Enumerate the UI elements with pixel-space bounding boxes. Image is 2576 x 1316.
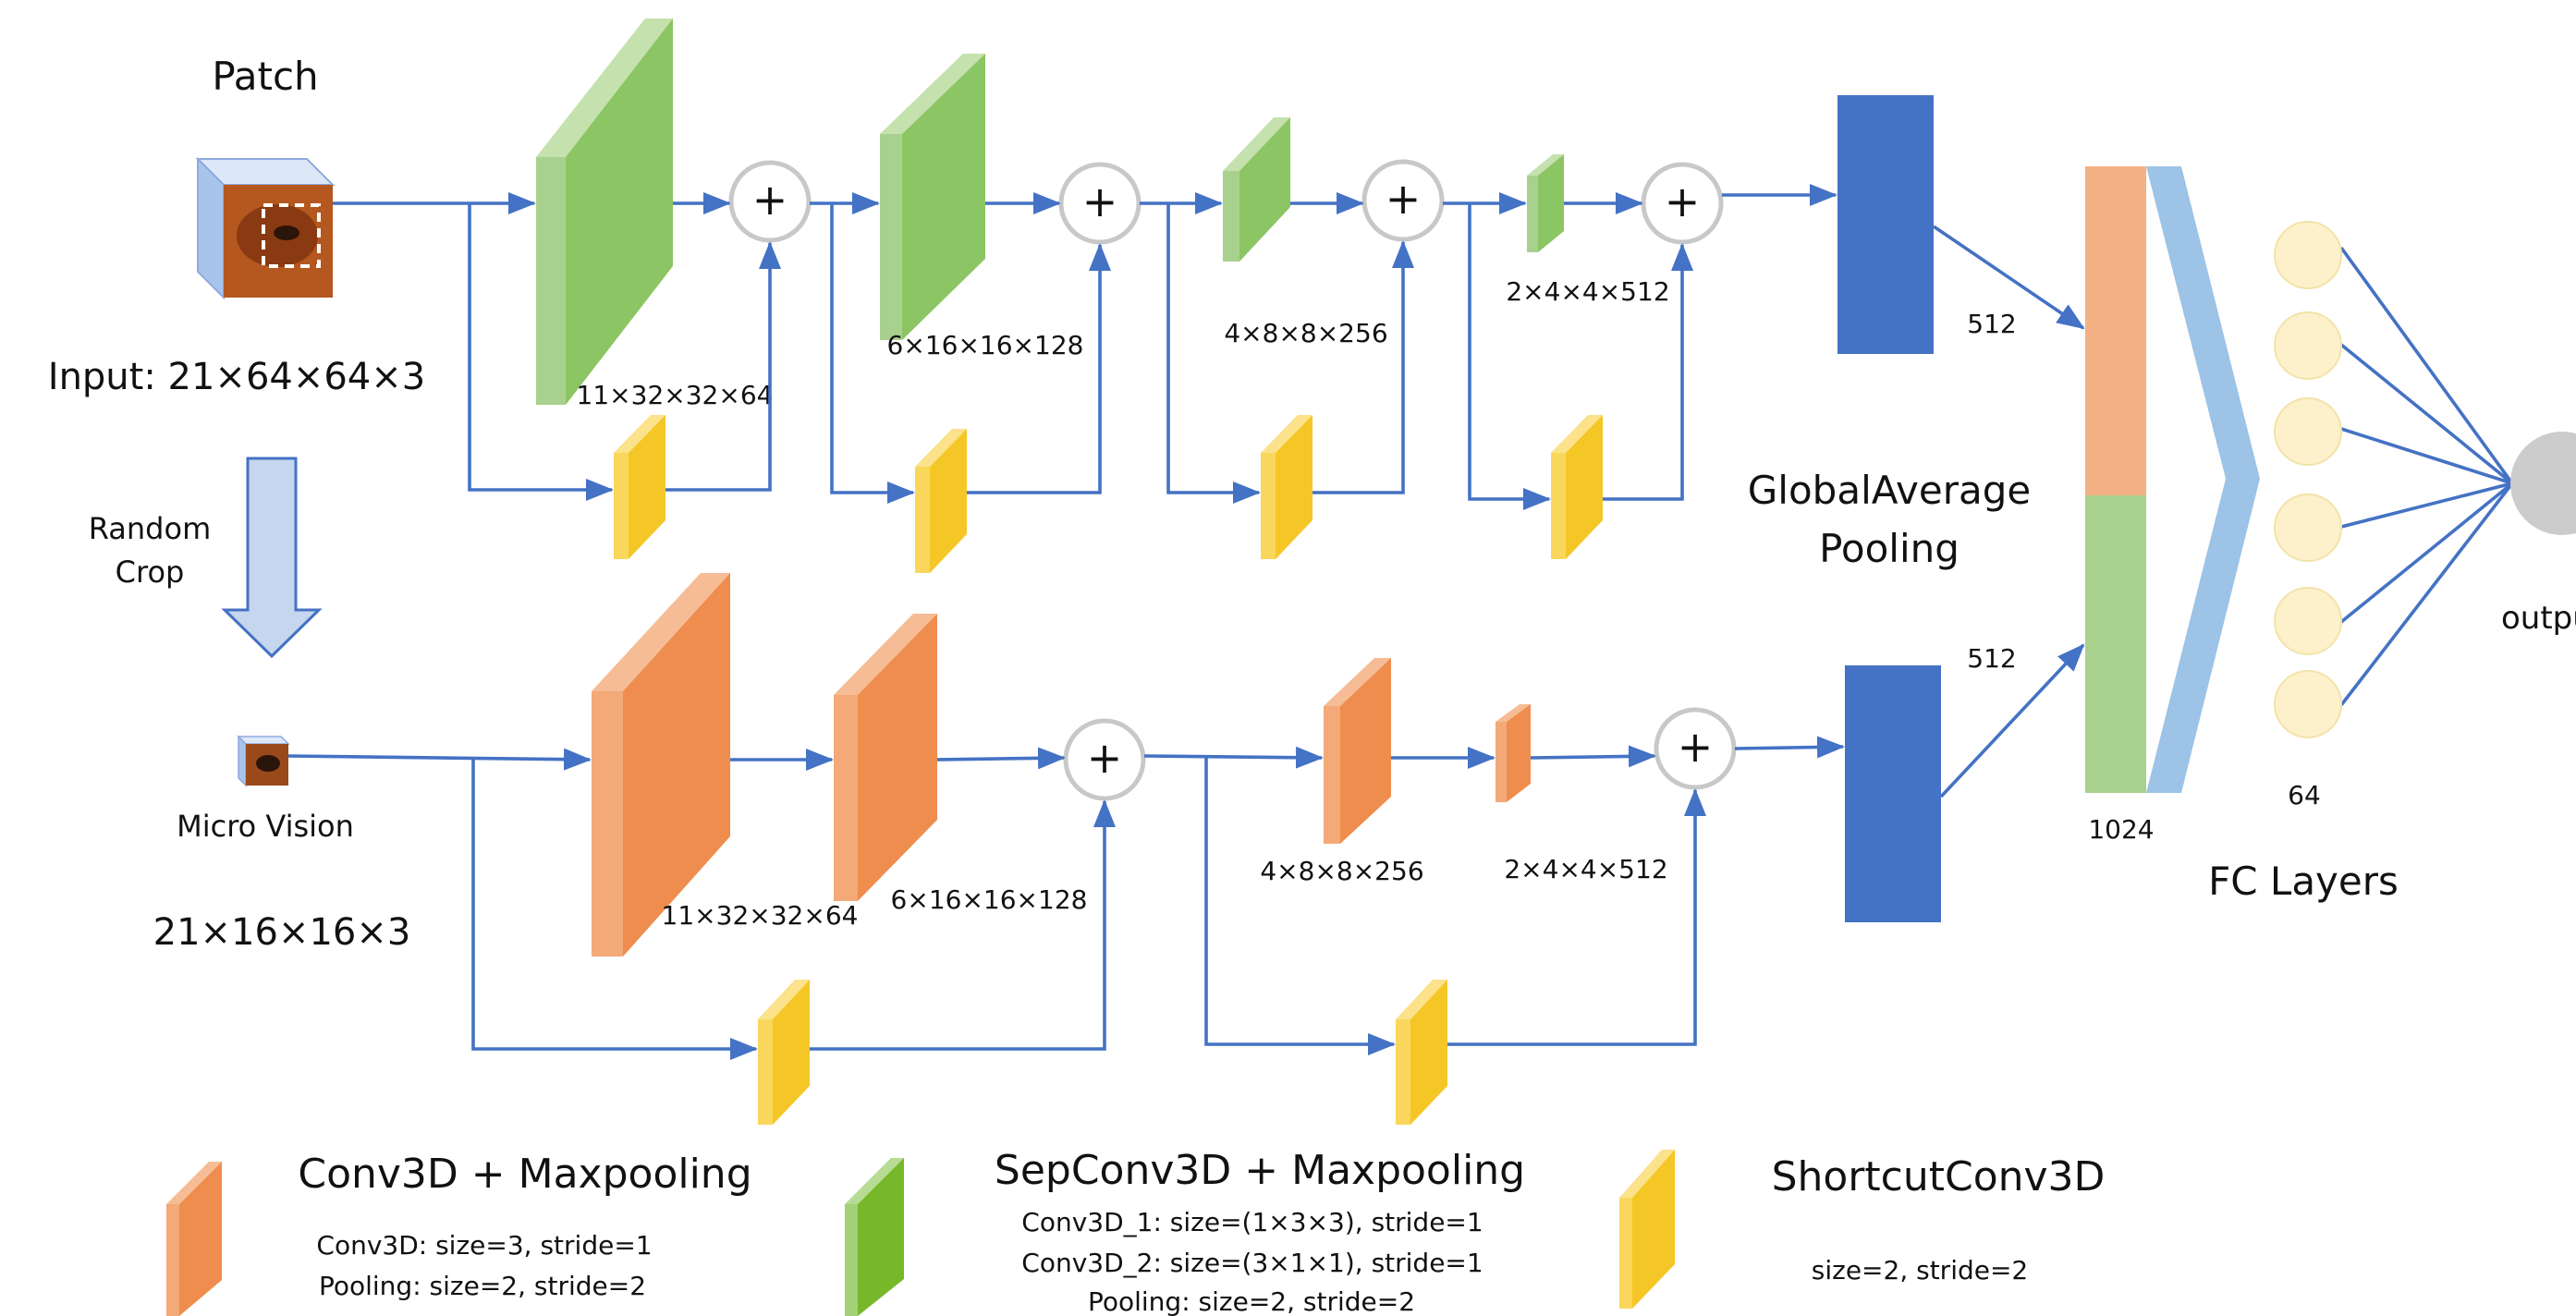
dim-label-top-3: 4×8×8×256 [1224,318,1387,348]
conv-block-3 [1324,658,1391,844]
fc-chevron [2146,166,2260,793]
legend-sepconv-line-3: Pooling: size=2, stride=2 [1088,1286,1415,1316]
input-shape-label: Input: 21×64×64×3 [48,356,425,398]
micro-vision-label: Micro Vision [177,809,354,844]
output-label: output [2501,600,2576,637]
add-node-top-3: + [1361,159,1445,242]
random-crop-arrow [221,457,323,659]
fc-layers-label: FC Layers [2208,859,2399,904]
dim-label-bottom-2: 6×16×16×128 [891,884,1088,915]
add-node-top-2: + [1058,162,1141,245]
legend-sepconv-swatch [845,1158,904,1316]
legend-sepconv-line-1: Conv3D_1: size=(1×3×3), stride=1 [1021,1207,1483,1237]
add-node-top-1: + [728,160,812,243]
dim-label-bottom-3: 4×8×8×256 [1260,856,1423,886]
micro-vision-cube [237,735,290,787]
legend-sepconv-line-2: Conv3D_2: size=(3×1×1), stride=1 [1021,1248,1483,1278]
gap-label-2: Pooling [1819,526,1959,571]
gap-label-1: GlobalAverage [1748,468,2031,513]
shortcut-block-top-4 [1551,415,1603,559]
fc-node [2274,311,2342,380]
legend-conv-swatch [166,1162,222,1316]
patch-label: Patch [212,54,318,99]
fc-node [2274,221,2342,289]
sepconv-block-3 [1223,117,1290,262]
micro-input-shape-label: 21×16×16×3 [153,911,411,954]
fc-64-label: 64 [2288,780,2321,810]
shortcut-block-bottom-1 [758,980,810,1125]
svg-text:+: + [1665,177,1701,226]
shortcut-block-bottom-2 [1396,980,1447,1125]
top-512-label: 512 [1967,309,2016,339]
sepconv-block-2 [880,54,985,340]
add-node-bottom-2: + [1654,707,1737,790]
fc-node [2274,670,2342,738]
legend-sepconv-title: SepConv3D + Maxpooling [995,1147,1525,1194]
legend-conv-title: Conv3D + Maxpooling [298,1151,751,1198]
gap-block-top [1837,95,1934,354]
dim-label-top-4: 2×4×4×512 [1506,276,1669,307]
legend-shortcut-swatch [1619,1150,1675,1309]
svg-text:+: + [752,175,788,225]
shortcut-block-top-2 [915,429,967,573]
bottom-512-label: 512 [1967,643,2016,674]
legend-conv-line-1: Conv3D: size=3, stride=1 [316,1230,652,1261]
top-branch-connectors [333,184,1837,510]
sepconv-block-4 [1527,154,1564,252]
legend-shortcut-title: ShortcutConv3D [1772,1153,2106,1200]
svg-text:+: + [1678,722,1714,772]
fc-node [2274,397,2342,466]
sepconv-block-1 [536,18,673,405]
conv-block-2 [834,614,937,901]
fc-nodes [2274,221,2342,738]
output-node [2510,432,2576,535]
shortcut-block-top-1 [614,415,665,559]
svg-text:+: + [1386,174,1422,224]
random-crop-label-1: Random [89,511,211,546]
legend-conv-line-2: Pooling: size=2, stride=2 [319,1271,646,1301]
concat-vector [2085,166,2146,793]
gap-block-bottom [1845,665,1941,922]
pooling-to-concat-connectors [1932,225,2085,798]
fc-node [2274,587,2342,655]
random-crop-label-2: Crop [116,554,185,590]
fc-node [2274,494,2342,562]
legend-shortcut-line-1: size=2, stride=2 [1812,1255,2029,1286]
conv-block-1 [592,573,730,957]
dim-label-top-1: 11×32×32×64 [577,380,774,410]
dim-label-top-2: 6×16×16×128 [887,330,1084,360]
add-node-top-4: + [1641,162,1724,245]
conv-block-4 [1496,704,1531,802]
concat-1024-label: 1024 [2088,814,2154,845]
dim-label-bottom-1: 11×32×32×64 [662,900,859,931]
input-patch-cube [195,156,336,300]
svg-text:+: + [1082,177,1118,226]
add-node-bottom-1: + [1063,718,1146,801]
bottom-branch-connectors [287,736,1845,1060]
fc-to-output-connectors [2339,246,2514,707]
dim-label-bottom-4: 2×4×4×512 [1504,854,1667,884]
shortcut-block-top-3 [1261,415,1312,559]
svg-text:+: + [1087,733,1123,783]
